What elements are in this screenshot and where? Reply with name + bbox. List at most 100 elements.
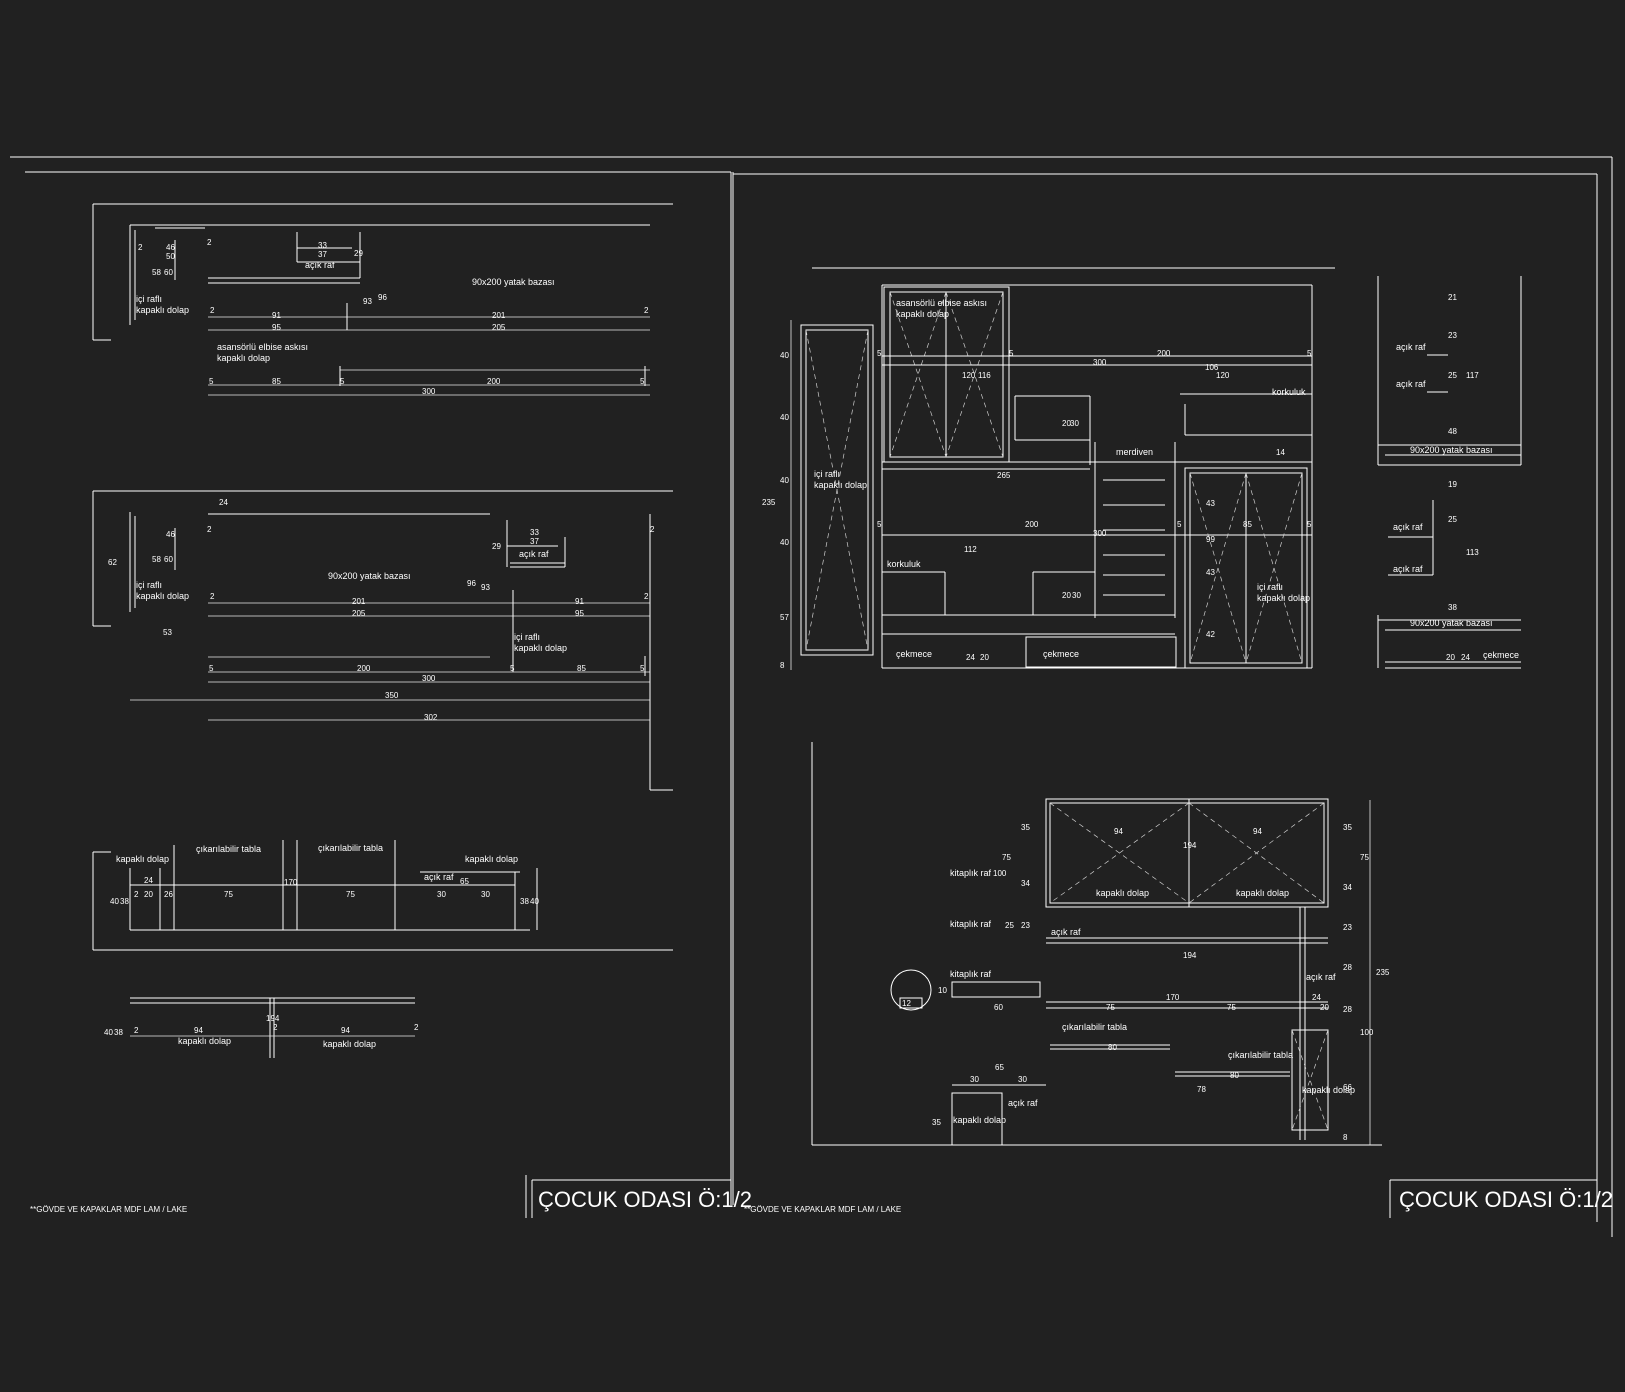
dimension-label: 20 <box>144 890 153 899</box>
dimension-label: 95 <box>272 323 281 332</box>
dimension-label: 38 <box>520 897 529 906</box>
dimension-label: 201 <box>492 311 506 320</box>
sheet-title-left: ÇOCUK ODASI Ö:1/2 <box>538 1187 752 1212</box>
label: açık raf <box>305 260 335 270</box>
desk-elevation <box>811 742 1382 1146</box>
dimension-label: 5 <box>877 520 882 529</box>
dimension-label: 40 <box>110 897 119 906</box>
dimension-label: 33 <box>530 528 539 537</box>
dimension-label: 5 <box>1307 520 1312 529</box>
dimension-label: 94 <box>1253 827 1262 836</box>
dimension-label: 50 <box>166 252 175 261</box>
label: içi raflı <box>1257 582 1283 592</box>
front-elevation <box>790 267 1335 670</box>
dimension-label: 5 <box>1177 520 1182 529</box>
dimension-label: 94 <box>1114 827 1123 836</box>
dimension-label: 24 <box>1461 653 1470 662</box>
label: kapaklı dolap <box>465 854 518 864</box>
plan-view-2-texts: içi raflı kapaklı dolap açık raf 90x200 … <box>108 498 655 722</box>
dimension-label: 38 <box>120 897 129 906</box>
dimension-label: 8 <box>1343 1133 1348 1142</box>
dimension-label: 43 <box>1206 568 1215 577</box>
dimension-label: 117 <box>1466 371 1479 380</box>
dimension-label: 94 <box>341 1026 350 1035</box>
dimension-label: 95 <box>575 609 584 618</box>
dimension-label: 60 <box>164 555 173 564</box>
dimension-label: 5 <box>1307 349 1312 358</box>
label: korkuluk <box>887 559 921 569</box>
label: kitaplık raf <box>950 969 992 979</box>
dimension-label: 75 <box>224 890 233 899</box>
dimension-label: 29 <box>492 542 501 551</box>
label: 90x200 yatak bazası <box>472 277 555 287</box>
dimension-label: 235 <box>762 498 776 507</box>
dimension-label: 25 <box>1448 515 1457 524</box>
dimension-label: 23 <box>1448 331 1457 340</box>
desk-plan <box>92 840 673 951</box>
dimension-label: 58 <box>152 555 161 564</box>
dimension-label: 40 <box>104 1028 113 1037</box>
dimension-label: 46 <box>166 243 175 252</box>
dimension-label: 2 <box>207 238 212 247</box>
dimension-label: 94 <box>194 1026 203 1035</box>
dimension-label: 40 <box>530 897 539 906</box>
dimension-label: 100 <box>993 869 1007 878</box>
small-top-view-texts: 94 94 194 kapaklı dolap kapaklı dolap 40… <box>104 1014 419 1049</box>
label: kapaklı dolap <box>953 1115 1006 1125</box>
dimension-label: 30 <box>1018 1075 1027 1084</box>
label: kitaplık raf <box>950 868 992 878</box>
dimension-label: 2 <box>210 306 215 315</box>
label: açık raf <box>1396 342 1426 352</box>
small-top-view <box>130 997 415 1058</box>
dimension-label: 37 <box>318 250 327 259</box>
label: kapaklı dolap <box>323 1039 376 1049</box>
dimension-label: 85 <box>1243 520 1252 529</box>
dimension-label: 20 <box>980 653 989 662</box>
dimension-label: 170 <box>284 878 298 887</box>
dimension-label: 30 <box>437 890 446 899</box>
dimension-label: 194 <box>1183 951 1197 960</box>
label: çıkarılabilir tabla <box>1228 1050 1293 1060</box>
dimension-label: 113 <box>1466 548 1479 557</box>
dimension-label: 43 <box>1206 499 1215 508</box>
label: kapaklı dolap <box>1096 888 1149 898</box>
sheet-title-right: ÇOCUK ODASI Ö:1/2 <box>1399 1187 1613 1212</box>
dimension-label: 28 <box>1343 1005 1352 1014</box>
dimension-label: 235 <box>1376 968 1390 977</box>
dimension-label: 75 <box>346 890 355 899</box>
sheet-frames <box>10 156 1613 1237</box>
dimension-label: 96 <box>467 579 476 588</box>
dimension-label: 116 <box>978 371 991 380</box>
label: açık raf <box>1393 522 1423 532</box>
dimension-label: 20 <box>1320 1003 1329 1012</box>
dimension-label: 2 <box>650 525 655 534</box>
dimension-label: 300 <box>422 387 436 396</box>
label: kapaklı dolap <box>514 643 567 653</box>
dimension-label: 78 <box>1197 1085 1206 1094</box>
label: açık raf <box>1051 927 1081 937</box>
dimension-label: 14 <box>1276 448 1285 457</box>
dimension-label: 21 <box>1448 293 1457 302</box>
dimension-label: 5 <box>1009 349 1014 358</box>
dimension-label: 106 <box>1205 363 1219 372</box>
dimension-label: 20 <box>1062 591 1071 600</box>
dimension-label: 170 <box>1166 993 1180 1002</box>
dimension-label: 40 <box>780 476 789 485</box>
dimension-label: 5 <box>510 664 515 673</box>
dimension-label: 57 <box>780 613 789 622</box>
dimension-label: 200 <box>1025 520 1039 529</box>
label: kapaklı dolap <box>136 591 189 601</box>
front-elevation-texts: asansörlü elbise askısı kapaklı dolap iç… <box>762 298 1312 670</box>
dimension-label: 2 <box>207 525 212 534</box>
dimension-label: 2 <box>273 1023 278 1032</box>
dimension-label: 10 <box>938 986 947 995</box>
dimension-label: 2 <box>134 1026 139 1035</box>
dimension-label: 62 <box>108 558 117 567</box>
dimension-label: 35 <box>932 1118 941 1127</box>
dimension-label: 34 <box>1343 883 1352 892</box>
dimension-label: 5 <box>209 664 214 673</box>
dimension-label: 40 <box>780 538 789 547</box>
dimension-label: 91 <box>272 311 281 320</box>
dimension-label: 75 <box>1002 853 1011 862</box>
